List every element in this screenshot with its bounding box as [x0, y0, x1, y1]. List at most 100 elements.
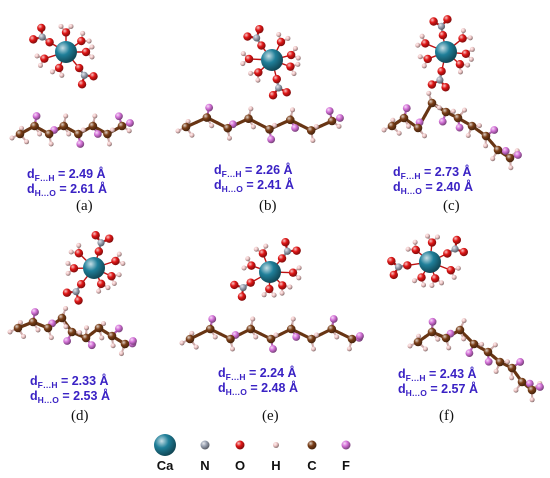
o-atom — [111, 256, 120, 266]
h-atom — [77, 330, 83, 336]
o-atom — [107, 272, 116, 281]
distance-ho-e: dH…O = 2.48 Å — [218, 380, 298, 397]
legend-item-o: O — [235, 440, 245, 473]
distance-fh-b: dF…H = 2.26 Å — [214, 162, 293, 179]
c-atom — [73, 129, 83, 139]
h-atom — [467, 35, 473, 41]
h-atom — [63, 305, 69, 311]
h-atom — [84, 325, 90, 331]
c-atom — [246, 324, 256, 334]
f-atom — [269, 345, 277, 353]
legend-label: O — [235, 458, 245, 473]
f-atom — [291, 124, 300, 132]
h-atom — [422, 346, 428, 352]
o-atom — [272, 74, 281, 84]
c-atom — [57, 313, 67, 323]
panel-label-b: (b) — [259, 198, 277, 214]
legend-item-f: F — [341, 440, 351, 473]
c-atom — [347, 334, 357, 344]
c-atom — [28, 317, 38, 327]
h-atom — [101, 321, 107, 327]
distance-fh-f: dF…H = 2.43 Å — [398, 366, 477, 383]
o-atom — [437, 66, 446, 76]
h-atom — [508, 165, 514, 171]
c-atom — [44, 129, 54, 139]
h-atom — [99, 335, 105, 341]
h-atom — [250, 124, 256, 130]
c-atom — [103, 129, 112, 139]
h-atom — [446, 345, 452, 351]
c-atom — [387, 121, 397, 131]
atoms-layer — [7, 15, 544, 403]
h-atom — [483, 143, 489, 149]
h-atom — [96, 288, 102, 294]
f-atom — [329, 315, 338, 323]
o-atom — [96, 279, 106, 289]
h-atom — [49, 69, 55, 75]
ca-atom — [435, 41, 457, 63]
f-atom — [115, 112, 123, 121]
f-atom — [465, 349, 474, 357]
c-atom — [266, 334, 276, 344]
c-atom — [483, 347, 493, 357]
c-atom — [307, 440, 317, 450]
n-atom — [239, 283, 247, 292]
c-atom — [327, 324, 337, 334]
panel-label-d: (d) — [71, 408, 89, 424]
h-atom — [212, 334, 218, 340]
distance-fh-c: dF…H = 2.73 Å — [393, 164, 472, 181]
h-atom — [59, 72, 65, 78]
legend-label: C — [307, 458, 317, 473]
h-atom — [513, 387, 519, 393]
c-atom — [527, 385, 537, 395]
c-atom — [413, 123, 423, 133]
h-atom — [18, 125, 24, 131]
h-atom — [468, 56, 474, 62]
h-atom — [287, 284, 293, 290]
n-atom — [394, 263, 403, 271]
f-atom — [93, 130, 102, 138]
distance-fh-a: dF…H = 2.49 Å — [27, 166, 106, 183]
panel-b — [175, 24, 344, 144]
h-atom — [450, 108, 456, 114]
o-atom — [268, 91, 278, 100]
c-atom — [306, 126, 316, 135]
h-atom — [457, 69, 463, 75]
h-atom — [476, 123, 482, 129]
h-atom — [89, 44, 95, 50]
h-atom — [416, 333, 422, 339]
o-atom — [76, 280, 86, 289]
o-atom — [461, 49, 471, 58]
c-atom — [453, 113, 463, 123]
h-atom — [417, 54, 423, 60]
f-atom — [536, 383, 544, 391]
h-atom — [436, 105, 442, 111]
f-atom — [32, 112, 41, 120]
h-atom — [68, 249, 74, 255]
c-atom — [495, 357, 505, 367]
o-atom — [105, 234, 114, 243]
h-atom — [411, 278, 417, 284]
f-atom — [501, 147, 510, 155]
c-atom — [517, 377, 527, 387]
h-atom — [276, 32, 282, 38]
c-atom — [413, 337, 423, 347]
c-atom — [493, 145, 503, 155]
ca-atom — [55, 41, 77, 63]
o-atom — [54, 63, 64, 73]
o-atom — [286, 50, 296, 60]
h-atom — [253, 334, 259, 340]
o-atom — [443, 15, 452, 24]
h-atom — [240, 51, 246, 57]
o-atom — [94, 247, 104, 256]
h-atom — [175, 128, 181, 134]
panel-a — [9, 23, 134, 148]
h-atom — [415, 42, 421, 48]
ca-atom — [83, 257, 105, 279]
c-atom — [441, 107, 451, 117]
h-atom — [106, 141, 112, 147]
o-atom — [417, 273, 426, 282]
h-atom — [405, 246, 411, 252]
